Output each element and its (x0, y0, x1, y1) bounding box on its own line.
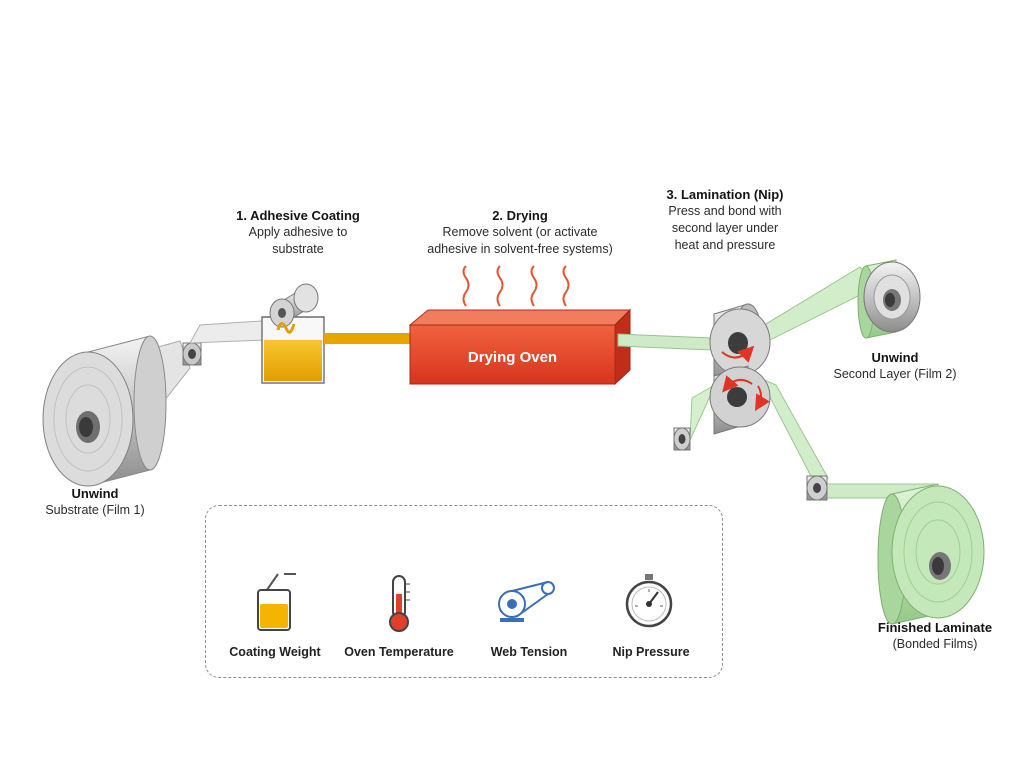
dried-web (617, 333, 713, 351)
coated-web (324, 333, 412, 344)
heat-wave-3 (530, 265, 538, 307)
nip-rollers (709, 303, 771, 435)
step-coating-line2: substrate (272, 242, 324, 256)
idler-roller-3 (806, 475, 828, 501)
step-coating-label: 1. Adhesive Coating Apply adhesive to su… (208, 207, 388, 258)
unwind-substrate-title: Unwind (71, 486, 119, 501)
finished-laminate-label: Finished Laminate (Bonded Films) (860, 619, 1010, 653)
unwind-substrate-label: Unwind Substrate (Film 1) (20, 485, 170, 519)
legend-oven-temperature: Oven Temperature (344, 645, 454, 659)
nip-rotation-arrow-bottom (722, 375, 753, 393)
legend-nip-pressure: Nip Pressure (612, 645, 690, 659)
substrate-unwind-roll (42, 335, 191, 487)
heat-wave-1 (462, 265, 470, 307)
drying-oven (408, 265, 632, 386)
idler-roller-1 (182, 342, 202, 366)
step-coating-title: 1. Adhesive Coating (236, 208, 360, 223)
legend-web-tension: Web Tension (490, 645, 568, 659)
thermometer-icon (389, 575, 410, 632)
beaker-icon (257, 573, 296, 631)
unwind-substrate-subtitle: Substrate (Film 1) (45, 503, 145, 517)
pressure-gauge-icon (625, 574, 673, 628)
finished-laminate-subtitle: (Bonded Films) (892, 637, 978, 651)
step-lamination-title: 3. Lamination (Nip) (666, 187, 784, 202)
process-parameters-legend (205, 505, 723, 678)
step-lamination-line3: heat and pressure (674, 238, 776, 252)
heat-wave-2 (496, 265, 504, 307)
unwind-second-layer-title: Unwind (871, 350, 919, 365)
unwind-second-layer-label: Unwind Second Layer (Film 2) (820, 349, 970, 383)
heat-wave-4 (562, 265, 570, 307)
step-drying-title: 2. Drying (492, 208, 548, 223)
finished-laminate-title: Finished Laminate (877, 620, 993, 635)
finished-laminate-roll (877, 483, 985, 625)
unwind-second-layer-subtitle: Second Layer (Film 2) (833, 367, 957, 381)
step-lamination-label: 3. Lamination (Nip) Press and bond with … (640, 186, 810, 254)
step-drying-label: 2. Drying Remove solvent (or activate ad… (405, 207, 635, 258)
nip-rotation-arrow-top (721, 345, 755, 363)
second-layer-unwind-roll (857, 259, 921, 339)
legend-coating-weight: Coating Weight (229, 645, 321, 659)
step-lamination-line2: second layer under (671, 221, 779, 235)
drying-oven-label: Drying Oven (467, 349, 558, 366)
step-coating-line1: Apply adhesive to (248, 225, 348, 239)
step-drying-line2: adhesive in solvent-free systems) (427, 242, 613, 256)
step-lamination-line1: Press and bond with (668, 204, 782, 218)
tension-pulley-icon (498, 581, 555, 622)
adhesive-coating-station (261, 283, 325, 384)
step-drying-line1: Remove solvent (or activate (442, 225, 598, 239)
idler-roller-2 (673, 427, 691, 451)
